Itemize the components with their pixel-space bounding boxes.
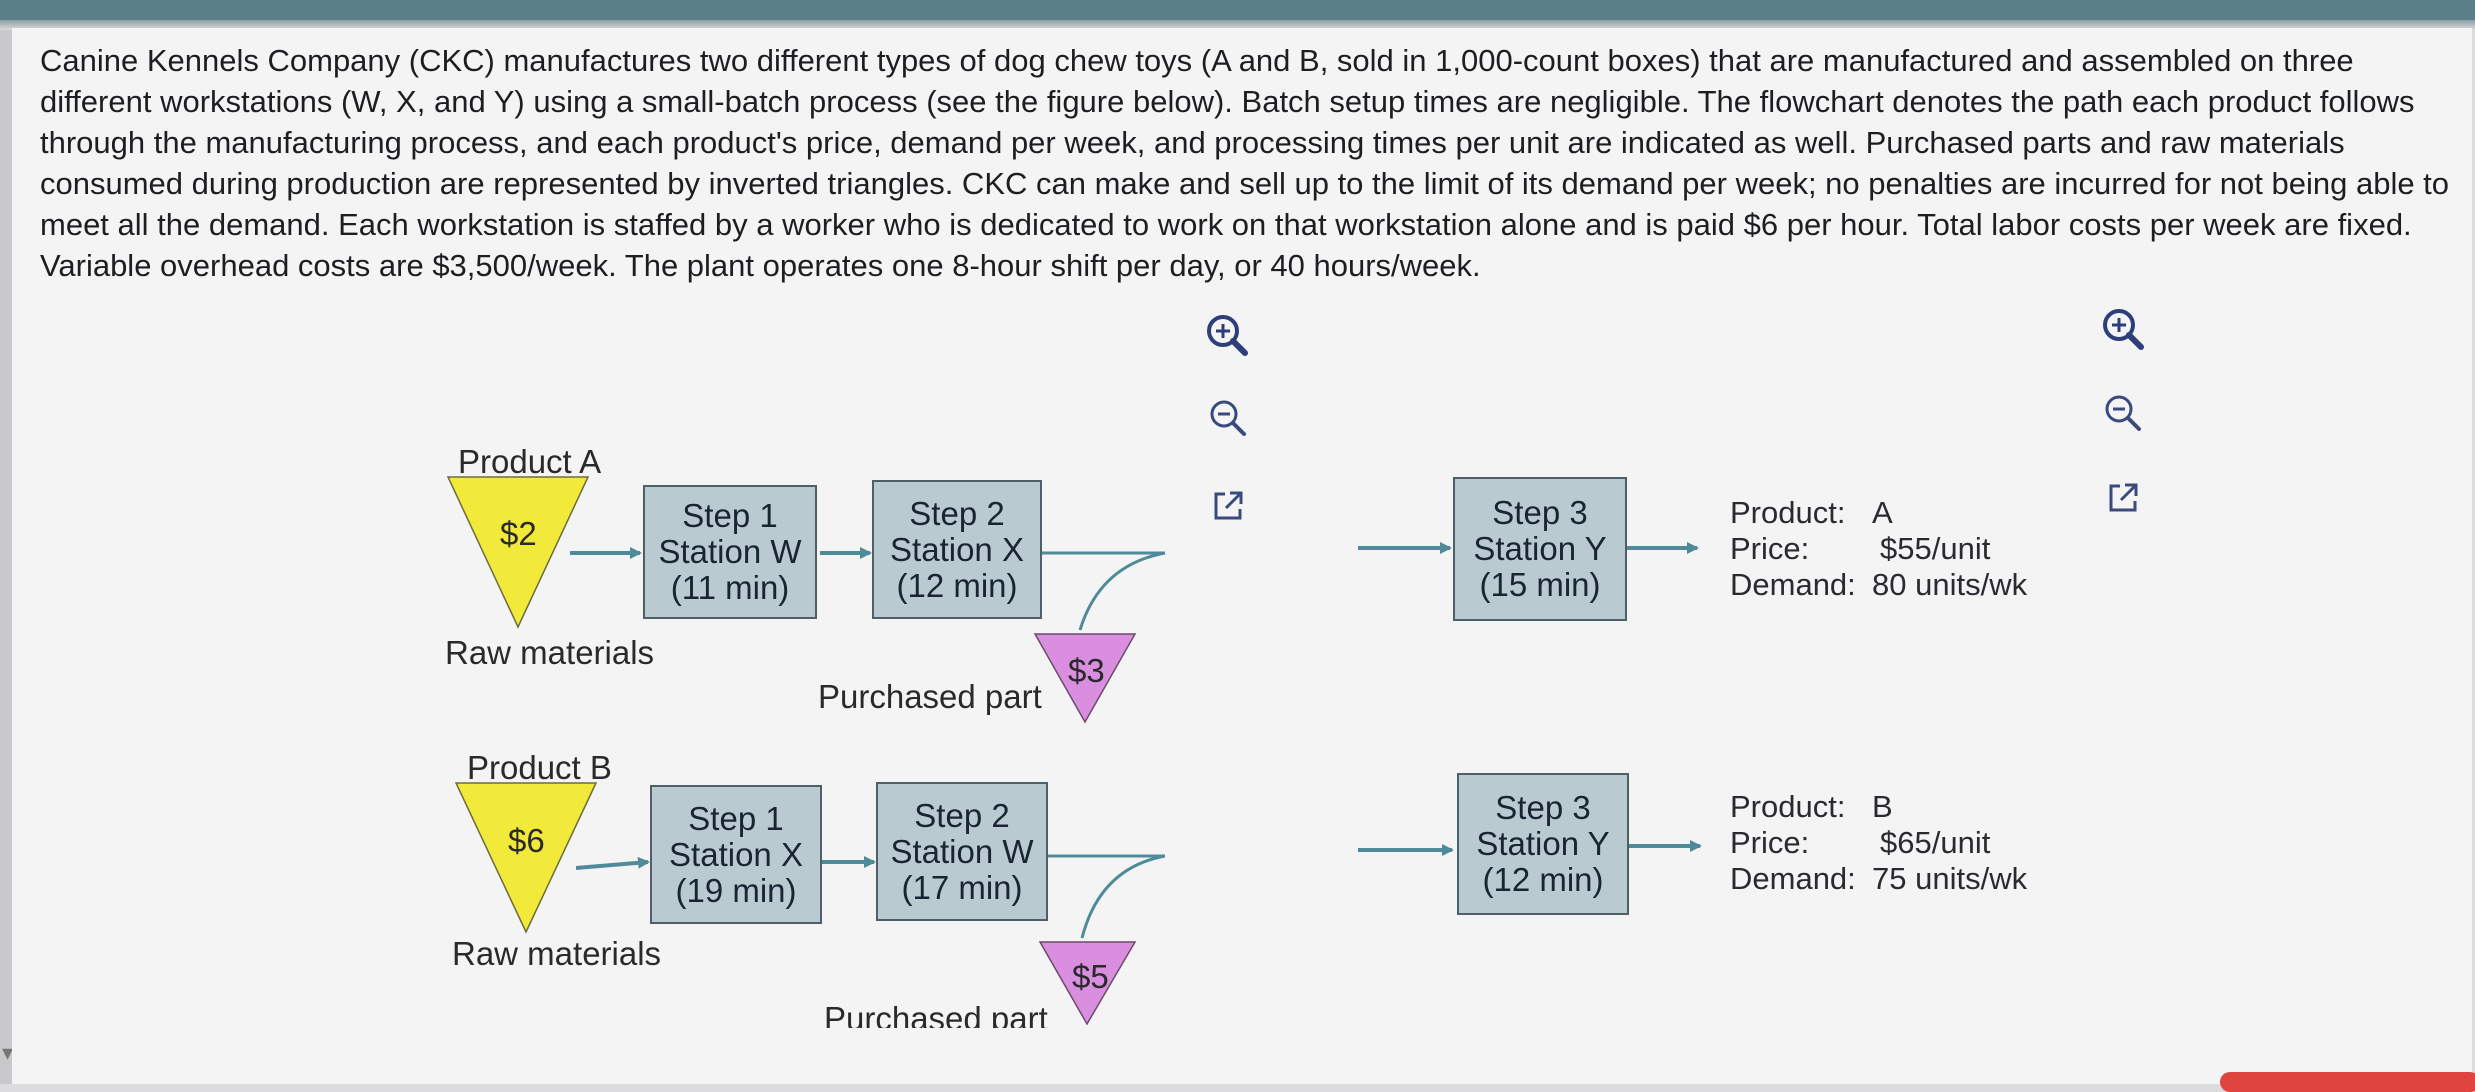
station-label: Station X: [669, 835, 803, 873]
time-label: (11 min): [670, 569, 790, 606]
raw-cost-b: $6: [508, 822, 545, 859]
connector-a-purchased-curve: [1078, 551, 1166, 631]
open-external-icon[interactable]: [2105, 480, 2141, 516]
info-value: $55/unit: [1880, 531, 1991, 566]
time-label: (12 min): [1482, 861, 1604, 898]
raw-materials-label-a: Raw materials: [445, 634, 655, 671]
zoom-in-icon[interactable]: [1205, 313, 1249, 357]
station-label: Station W: [890, 832, 1034, 870]
station-box-b-step1: Step 1 Station X (19 min): [650, 785, 822, 924]
station-box-a-step1: Step 1 Station W (11 min): [643, 485, 817, 619]
product-a-title: Product A: [458, 443, 602, 480]
purchased-cost-b: $5: [1072, 958, 1109, 995]
info-value: A: [1872, 495, 1893, 530]
purchased-cost-a: $3: [1068, 652, 1105, 689]
top-shadow: [0, 20, 2475, 30]
info-key: Price:: [1730, 825, 1810, 860]
raw-material-triangle-b: [454, 782, 598, 934]
step-label: Step 3: [1492, 494, 1588, 531]
step-label: Step 2: [909, 494, 1005, 532]
time-label: (15 min): [1479, 566, 1601, 603]
problem-statement: Canine Kennels Company (CKC) manufacture…: [40, 43, 2450, 283]
raw-cost-a: $2: [500, 515, 537, 552]
arrow-b-raw-to-step1: [575, 856, 650, 870]
station-label: Station X: [890, 530, 1024, 568]
station-box-b-step3: Step 3 Station Y (12 min): [1457, 773, 1629, 915]
zoom-in-icon[interactable]: [2101, 307, 2145, 351]
zoom-out-icon[interactable]: [2103, 393, 2143, 433]
step-label: Step 1: [688, 799, 784, 837]
question-panel: [12, 28, 2472, 1084]
raw-materials-label-b: Raw materials: [452, 935, 662, 972]
station-label: Station W: [658, 533, 802, 570]
status-pill[interactable]: [2220, 1072, 2475, 1092]
scroll-rail[interactable]: [0, 30, 12, 1084]
station-label: Station Y: [1476, 825, 1610, 862]
purchased-part-label-b: Purchased part: [824, 1000, 1048, 1028]
raw-material-triangle-a: [446, 476, 590, 629]
connector-b-purchased-curve: [1080, 854, 1166, 939]
product-b-title: Product B: [467, 749, 612, 786]
station-label: Station Y: [1473, 530, 1607, 567]
time-label: (19 min): [675, 871, 797, 909]
product-b-info: Product: B Price: $65/unit Demand: 75 units…: [1730, 789, 2027, 897]
info-value: 75 units/wk: [1872, 861, 2028, 896]
info-value: $65/unit: [1880, 825, 1991, 860]
info-key: Price:: [1730, 531, 1810, 566]
purchased-part-triangle-a: [1033, 633, 1137, 724]
info-value: B: [1872, 789, 1893, 824]
step-label: Step 2: [914, 796, 1010, 834]
purchased-part-label-a: Purchased part: [818, 678, 1042, 715]
time-label: (12 min): [896, 566, 1018, 604]
info-key: Product:: [1730, 495, 1846, 530]
open-external-icon[interactable]: [1210, 488, 1246, 524]
info-value: 80 units/wk: [1872, 567, 2028, 602]
product-a-info: Product: A Price: $55/unit Demand: 80 units…: [1730, 495, 2027, 603]
time-label: (17 min): [901, 868, 1023, 906]
info-key: Demand:: [1730, 567, 1856, 602]
step-label: Step 3: [1495, 789, 1591, 826]
station-box-a-step3: Step 3 Station Y (15 min): [1453, 477, 1627, 621]
step-label: Step 1: [682, 497, 778, 534]
info-key: Product:: [1730, 789, 1846, 824]
window-top-bar: [0, 0, 2475, 20]
station-box-a-step2: Step 2 Station X (12 min): [872, 480, 1042, 619]
purchased-part-triangle-b: [1038, 941, 1137, 1026]
info-key: Demand:: [1730, 861, 1856, 896]
scroll-down-icon[interactable]: ▾: [2, 1040, 14, 1065]
zoom-out-icon[interactable]: [1208, 398, 1248, 438]
station-box-b-step2: Step 2 Station W (17 min): [876, 782, 1048, 921]
